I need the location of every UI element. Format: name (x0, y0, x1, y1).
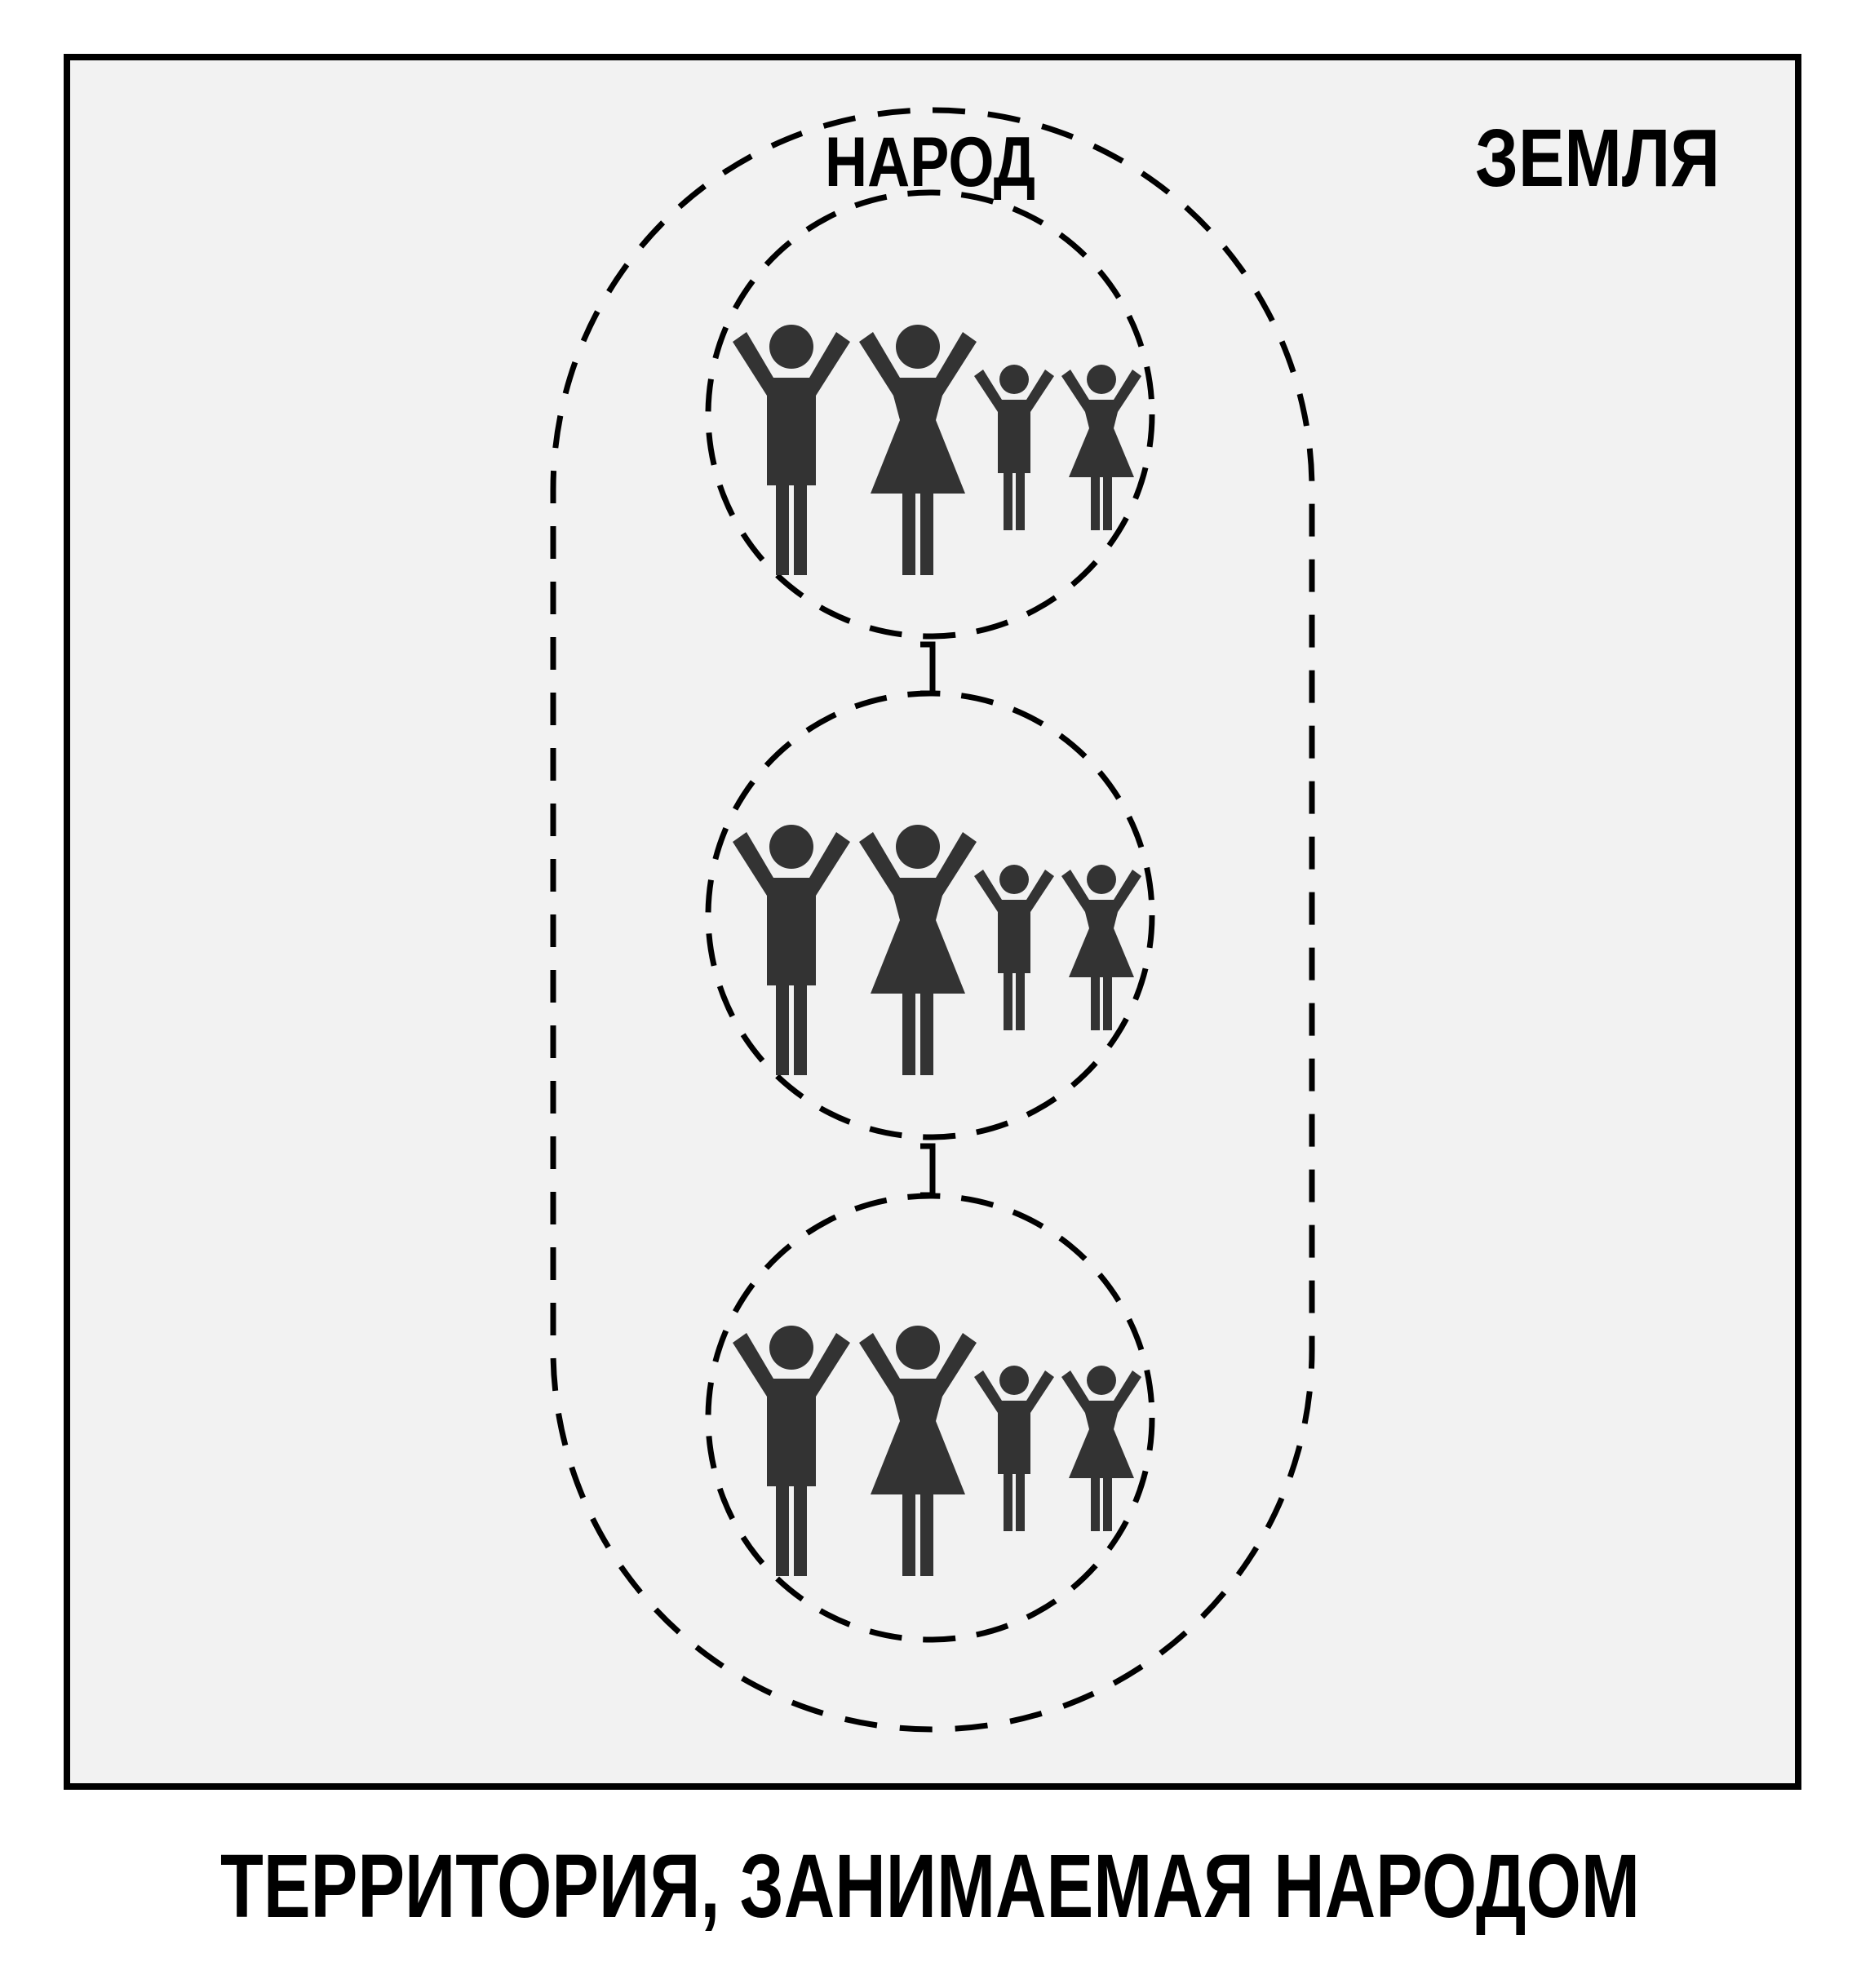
family-circle (705, 690, 1155, 1140)
people-label: НАРОД (825, 123, 1035, 201)
family-circle (705, 1193, 1155, 1643)
family-circle (705, 189, 1155, 640)
family-group-2 (705, 690, 1155, 1140)
family-group-3 (705, 1193, 1155, 1643)
family-group-1 (705, 189, 1155, 640)
people-oval (550, 107, 1315, 1733)
land-label: ЗЕМЛЯ (1475, 113, 1720, 204)
diagram-caption: ТЕРРИТОРИЯ, ЗАНИМАЕМАЯ НАРОДОМ (220, 1836, 1640, 1937)
